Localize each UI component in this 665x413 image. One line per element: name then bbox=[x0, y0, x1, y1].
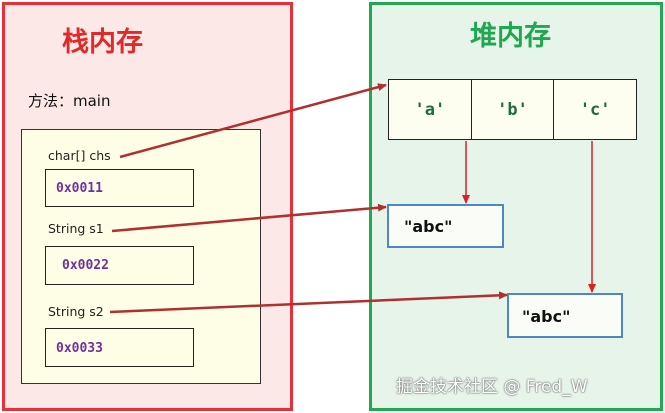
string-object-1-value: "abc" bbox=[404, 217, 453, 236]
address-value-chs: 0x0011 bbox=[56, 181, 103, 196]
heap-memory-title: 堆内存 bbox=[470, 21, 551, 52]
watermark: 掘金技术社区 @ Fred_W bbox=[396, 377, 588, 397]
var-label-chs: char[] chs bbox=[48, 148, 111, 163]
address-box-s2 bbox=[45, 328, 194, 367]
arrow-chs-to-char-array bbox=[119, 83, 387, 159]
address-value-s1: 0x0022 bbox=[62, 258, 109, 273]
var-label-s2: String s2 bbox=[48, 304, 104, 319]
char-array-cell-c: 'c' bbox=[579, 99, 611, 120]
address-value-s2: 0x0033 bbox=[56, 341, 103, 356]
char-array-cell-b: 'b' bbox=[472, 80, 555, 139]
string-object-2 bbox=[507, 293, 623, 338]
stack-memory-title: 栈内存 bbox=[62, 27, 143, 58]
arrow-s1-to-string-1 bbox=[111, 203, 387, 233]
char-array-cell-a: 'a' bbox=[389, 80, 472, 139]
method-label: 方法：main bbox=[28, 92, 111, 110]
address-box-chs bbox=[45, 169, 194, 207]
string-object-2-value: "abc" bbox=[522, 307, 571, 326]
arrow-s2-to-string-2 bbox=[109, 291, 508, 314]
string-object-1 bbox=[387, 204, 504, 248]
address-box-s1 bbox=[45, 246, 194, 285]
var-label-s1: String s1 bbox=[48, 221, 104, 236]
char-array-object: 'a' 'b' 'c' bbox=[388, 79, 637, 140]
